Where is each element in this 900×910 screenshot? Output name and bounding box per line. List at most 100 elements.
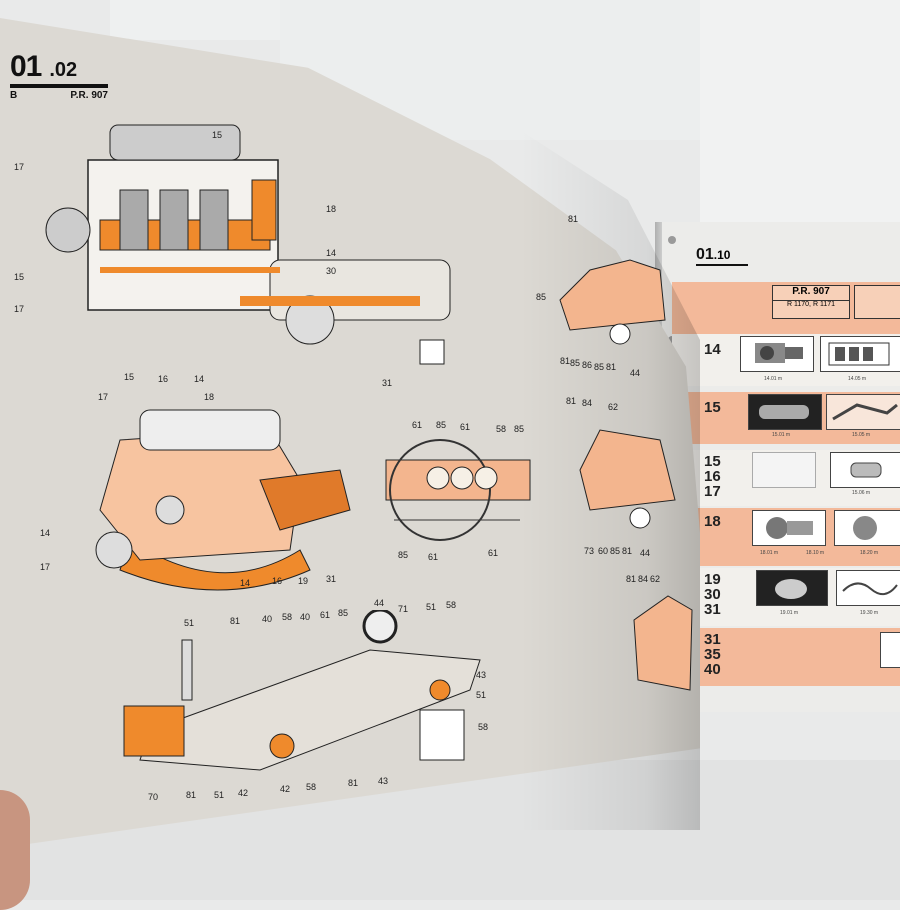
callout-number: 44 — [374, 598, 385, 608]
binding-hole — [668, 236, 676, 244]
callout-number: 43 — [476, 670, 487, 680]
callout-number: 17 — [14, 162, 25, 172]
callout-number: 51 — [184, 618, 195, 628]
catalog-row: 31 35 40 — [672, 628, 900, 686]
callout-number: 81 — [230, 616, 241, 626]
callout-number: 15 — [212, 130, 223, 140]
engine-thumbnail — [740, 336, 814, 372]
callout-number: 61 — [460, 422, 471, 432]
callout-number: 61 — [320, 610, 331, 620]
car-diagram — [550, 250, 670, 365]
callout-number: 15 — [14, 272, 25, 282]
engine-cutaway-diagram — [40, 120, 480, 395]
callout-number: 42 — [280, 784, 291, 794]
reference-title: P.R. 907 — [792, 286, 830, 297]
background-wall — [110, 0, 281, 40]
callout-number: 17 — [98, 392, 109, 402]
callout-number: 62 — [608, 402, 619, 412]
callout-number: 62 — [650, 574, 661, 584]
callout-number: 81 — [622, 546, 633, 556]
engine-thumbnail — [820, 336, 900, 372]
thumb-caption: 18.20 m — [860, 550, 879, 556]
header-rule — [696, 264, 748, 266]
callout-number: 44 — [630, 368, 641, 378]
callout-number: 31 — [382, 378, 393, 388]
dashboard-diagram — [380, 430, 540, 555]
callout-number: 40 — [300, 612, 311, 622]
callout-number: 51 — [426, 602, 437, 612]
callout-number: 61 — [412, 420, 423, 430]
alternator-thumbnail — [834, 510, 900, 546]
callout-number: 81 — [626, 574, 637, 584]
page-header: 01 .02 B P.R. 907 — [10, 50, 108, 101]
catalog-row: 15 15.01 m 15.05 m — [672, 392, 900, 444]
catalog-row: 15 16 17 15.06 m — [672, 450, 900, 506]
callout-number: 18 — [204, 392, 215, 402]
callout-number: 73 — [584, 546, 595, 556]
row-label: 18 — [704, 513, 721, 530]
catalog-row: 14 14.01 m 14.05 m — [672, 334, 900, 386]
callout-number: 85 — [436, 420, 447, 430]
callout-number: 51 — [476, 690, 487, 700]
part-thumbnail — [752, 452, 816, 488]
callout-number: 16 — [158, 374, 169, 384]
thumb-caption: 14.05 m — [848, 376, 867, 382]
callout-number: 42 — [238, 788, 249, 798]
callout-number: 17 — [40, 562, 51, 572]
callout-number: 61 — [488, 548, 499, 558]
callout-number: 19 — [298, 576, 309, 586]
row-label: 31 35 40 — [704, 631, 721, 678]
car-diagram — [628, 590, 698, 715]
callout-number: 81 — [566, 396, 577, 406]
callout-number: 86 — [582, 360, 593, 370]
callout-number: 14 — [194, 374, 205, 384]
callout-number: 58 — [282, 612, 293, 622]
catalog-row: 19 30 31 19.01 m 19.30 m — [672, 568, 900, 626]
callout-number: 58 — [306, 782, 317, 792]
callout-number: 70 — [148, 792, 159, 802]
part-thumbnail — [836, 570, 900, 606]
car-diagram — [570, 420, 680, 545]
callout-number: 85 — [536, 292, 547, 302]
callout-number: 81 — [186, 790, 197, 800]
page-reference: P.R. 907 — [70, 90, 108, 101]
reference-box: P.R. 907 R 1170, R 1171 — [772, 285, 850, 319]
right-page-header: 01.10 — [696, 246, 748, 266]
callout-number: 43 — [378, 776, 389, 786]
callout-number: 85 — [338, 608, 349, 618]
part-thumbnail — [756, 570, 828, 606]
callout-number: 84 — [582, 398, 593, 408]
thumb-caption: 19.30 m — [860, 610, 879, 616]
thumb-caption: 18.01 m — [760, 550, 779, 556]
callout-number: 81 — [568, 214, 579, 224]
catalog-row: 18 18.01 m 18.10 m 18.20 m — [672, 508, 900, 566]
callout-number: 51 — [214, 790, 225, 800]
part-thumbnail — [880, 632, 900, 668]
callout-number: 31 — [326, 574, 337, 584]
callout-number: 14 — [326, 248, 337, 258]
row-label: 15 — [704, 399, 721, 416]
callout-number: 85 — [570, 358, 581, 368]
callout-number: 40 — [262, 614, 273, 624]
starter-thumbnail — [752, 510, 826, 546]
callout-number: 17 — [14, 304, 25, 314]
callout-number: 58 — [478, 722, 489, 732]
thumb-caption: 19.01 m — [780, 610, 799, 616]
right-section-number: 01 — [696, 246, 714, 263]
reference-row: P.R. 907 R 1170, R 1171 — [672, 282, 900, 334]
callout-number: 85 — [514, 424, 525, 434]
thumb-caption: 15.01 m — [772, 432, 791, 438]
callout-number: 16 — [272, 576, 283, 586]
section-letter: B — [10, 90, 18, 101]
sub-number: .02 — [49, 59, 78, 81]
header-rule — [10, 84, 108, 88]
callout-number: 85 — [610, 546, 621, 556]
callout-number: 44 — [640, 548, 651, 558]
thumb-caption: 18.10 m — [806, 550, 825, 556]
thumb-caption: 15.06 m — [852, 490, 871, 496]
callout-number: 85 — [398, 550, 409, 560]
callout-number: 71 — [398, 604, 409, 614]
thumb-caption: 15.05 m — [852, 432, 871, 438]
callout-number: 84 — [638, 574, 649, 584]
callout-number: 58 — [496, 424, 507, 434]
